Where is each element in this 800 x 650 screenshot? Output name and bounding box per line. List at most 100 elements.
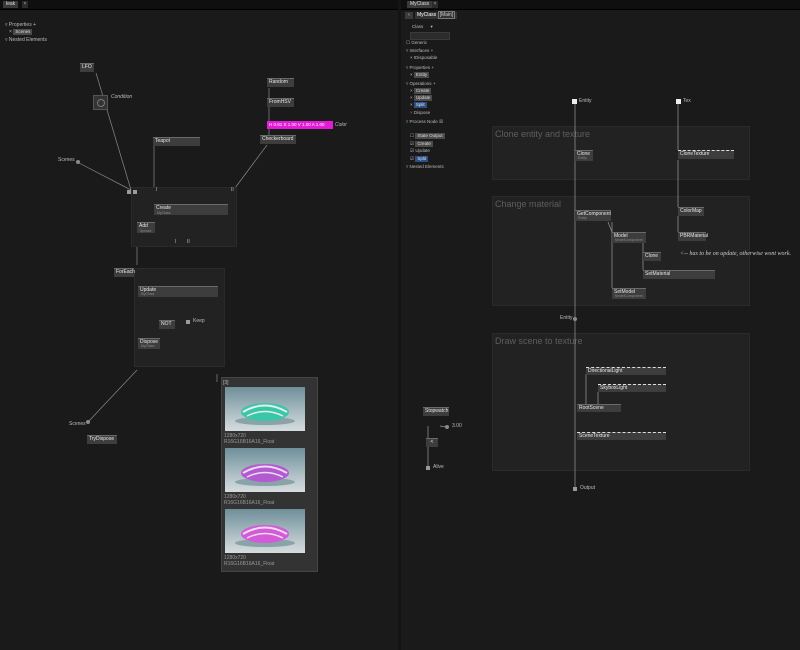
value-pin[interactable] (445, 425, 449, 429)
scenes-out-pin[interactable] (86, 420, 90, 424)
entity-output-pin[interactable] (573, 317, 577, 321)
value-field[interactable]: 3.00 (452, 423, 462, 429)
tex-input-pin[interactable] (676, 99, 681, 104)
remove-icon[interactable]: × (9, 29, 12, 35)
close-icon[interactable]: × (432, 1, 438, 8)
class-field-input[interactable] (410, 32, 450, 40)
operation-update[interactable]: × Update (410, 95, 433, 101)
dispose-node[interactable]: Dispose (138, 338, 160, 349)
add-icon[interactable]: + (430, 48, 434, 53)
model-node[interactable]: Model (612, 232, 646, 243)
colormap-node[interactable]: ColorMap (678, 207, 704, 216)
pn-create-chip[interactable]: Create (415, 141, 433, 147)
expand-icon[interactable]: ▿ (406, 119, 409, 124)
expand-icon[interactable]: ▿ (5, 22, 8, 28)
expand-icon[interactable]: ▿ (406, 65, 409, 70)
scenes-chip[interactable]: Scenes (13, 29, 33, 35)
pbrmaterial-node[interactable]: PBRMaterial (678, 232, 709, 241)
lfo-node[interactable]: LFO (80, 63, 94, 72)
pn-split-row[interactable]: ☑ Split (410, 156, 429, 162)
back-button[interactable]: ‹ (405, 12, 413, 19)
property-scenes[interactable]: × Scenes (9, 29, 33, 36)
color-value-field[interactable]: H 0.81 S 1.00 V 1.00 A 1.00 (267, 121, 333, 129)
generic-row[interactable]: ☐ Generic (406, 40, 427, 46)
add-icon[interactable]: + (33, 22, 37, 28)
operation-create[interactable]: × Create (410, 88, 432, 94)
remove-icon[interactable]: × (410, 55, 413, 60)
skyboxlight-node[interactable]: SkyboxLight (598, 384, 666, 392)
op-create-chip[interactable]: Create (413, 88, 432, 94)
update-node[interactable]: Update (138, 286, 218, 297)
checkbox-icon[interactable]: ☐ (410, 133, 415, 138)
checkbox-icon[interactable]: ☐ (406, 40, 411, 45)
pn-update-row[interactable]: ☑ Update (410, 148, 430, 154)
foreach-node[interactable]: ForEach (114, 268, 135, 277)
keep-toggle[interactable] (186, 320, 190, 324)
state-output-row[interactable]: ☐ State Output (410, 133, 445, 139)
expand-icon[interactable]: ▿ (406, 48, 409, 53)
output-pin[interactable] (573, 487, 577, 491)
remove-icon[interactable]: × (410, 102, 413, 107)
entity-chip[interactable]: Entity (413, 72, 430, 78)
state-output-chip[interactable]: State Output (415, 133, 445, 139)
expand-icon[interactable]: ▿ (406, 164, 409, 169)
directionallight-node[interactable]: DirectionalLight (586, 367, 666, 375)
properties-row[interactable]: ▿ Properties + (5, 22, 36, 29)
add-icon[interactable]: + (431, 65, 434, 70)
checkbox-icon[interactable]: ☑ (410, 141, 415, 146)
op-split-chip[interactable]: Split (413, 102, 427, 108)
tab-leak[interactable]: leak (3, 1, 19, 8)
create-node[interactable]: Create (154, 204, 228, 215)
remove-icon[interactable]: × (410, 88, 413, 93)
clone-node[interactable]: Clone (643, 252, 661, 261)
operations-row[interactable]: ▿ Operations + (406, 81, 435, 87)
stopwatch-node[interactable]: Stopwatch (423, 407, 449, 416)
add-node[interactable]: Add (137, 222, 155, 233)
properties-row[interactable]: ▿ Properties + (406, 65, 434, 71)
setmodel-node[interactable]: SetModel (612, 288, 646, 299)
nested-elements-row[interactable]: ▿ Nested Elements (5, 37, 47, 44)
pn-split-chip[interactable]: Split (415, 156, 429, 162)
getcomponent-node[interactable]: GetComponent (575, 210, 611, 221)
fromhsv-node[interactable]: FromHSV (267, 98, 294, 107)
less-than-node[interactable]: < (426, 438, 438, 447)
remove-icon[interactable]: × (410, 72, 413, 77)
operation-split[interactable]: × Split (410, 102, 427, 108)
class-kind-dropdown[interactable]: Class ▾ (412, 24, 433, 30)
remove-icon[interactable]: × (410, 110, 413, 115)
scenetexture-node[interactable]: SceneTexture (577, 432, 666, 440)
pn-create-row[interactable]: ☑ Create (410, 141, 433, 147)
add-icon[interactable]: + (432, 81, 436, 86)
scenes-pad-pin[interactable] (76, 160, 80, 164)
checkerboard-node[interactable]: Checkerboard (260, 135, 296, 144)
interfaces-row[interactable]: ▿ Interfaces + (406, 48, 433, 54)
operation-dispose[interactable]: × Dispose (410, 110, 430, 116)
close-icon[interactable]: × (22, 1, 28, 8)
checkbox-icon[interactable]: ☑ (410, 148, 415, 153)
remove-icon[interactable]: × (410, 95, 413, 100)
nested-elements-row[interactable]: ▿ Nested Elements (406, 164, 444, 170)
checkbox-icon[interactable]: ☑ (410, 156, 415, 161)
setmaterial-node[interactable]: SetMaterial (643, 270, 715, 279)
alive-output-pin[interactable] (426, 466, 430, 470)
interface-idisposable[interactable]: × IDisposable (410, 55, 437, 61)
create-input-pin[interactable] (127, 190, 131, 194)
create-input-pin[interactable] (133, 190, 137, 194)
clonetexture-node[interactable]: CloneTexture (678, 150, 734, 159)
entity-input-pin[interactable] (572, 99, 577, 104)
right-class-panel: MyClass × (401, 0, 800, 650)
process-node-row[interactable]: ▿ Process Node ☒ (406, 119, 443, 125)
expand-icon[interactable]: ▿ (406, 81, 409, 86)
not-node[interactable]: NOT (159, 320, 175, 329)
teapot-node[interactable]: Teapot (153, 137, 200, 146)
expand-icon[interactable]: ▿ (5, 37, 8, 43)
property-entity[interactable]: × Entity (410, 72, 430, 78)
rootscene-node[interactable]: RootScene (577, 404, 621, 412)
checkbox-icon[interactable]: ☒ (439, 119, 444, 124)
trydispose-node[interactable]: TryDispose (87, 435, 117, 444)
op-update-chip[interactable]: Update (413, 95, 433, 101)
random-node[interactable]: Random (267, 78, 294, 87)
clone-node[interactable]: Clone (575, 150, 593, 161)
condition-toggle[interactable] (93, 95, 108, 110)
tab-myclass[interactable]: MyClass (407, 1, 433, 8)
